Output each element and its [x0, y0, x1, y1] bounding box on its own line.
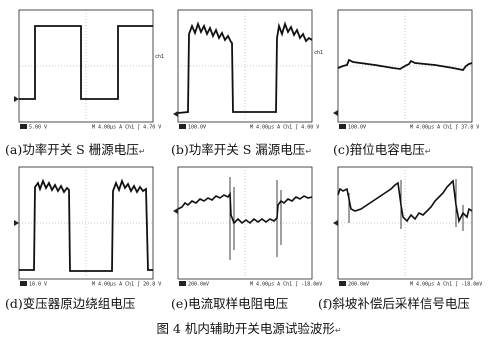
- panel-f: 200.0mV M 4.00μs A Ch1 ∫ -18.0mV: [333, 165, 483, 293]
- volts-per-div: 10.0 V: [29, 282, 47, 288]
- panel-d: 10.0 V M 4.00μs A Ch1 ∫ 20.8 V: [12, 165, 161, 293]
- timebase-trigger: M 4.00μs A Ch1 ∫ 20.8 V: [92, 281, 161, 288]
- caption-text: (b)功率开关 S 漏源电压: [171, 142, 306, 157]
- volts-per-div: 200.0mV: [348, 282, 369, 288]
- caption-text: (f)斜坡补偿后采样信号电压: [318, 296, 470, 311]
- return-icon: ↵: [305, 147, 312, 156]
- panel-e: 200.0mV M 4.00μs A Ch1 ∫ -18.0mV: [173, 165, 324, 293]
- volts-per-div: 200.0mV: [188, 282, 209, 288]
- waveform-a: ch1 5.00 V M 4.00μs A Ch1 ∫ 4.70 V: [14, 9, 164, 131]
- caption-b: (b)功率开关 S 漏源电压↵: [171, 143, 312, 159]
- caption-text: (c)箝位电容电压: [333, 142, 425, 157]
- waveform-c: 100.0V M 4.00μs A Ch1 ∫ 37.8 V: [333, 9, 479, 131]
- return-icon: ↵: [138, 147, 146, 156]
- waveform-f: 200.0mV M 4.00μs A Ch1 ∫ -18.0mV: [333, 166, 482, 288]
- figure-title: 图 4 机内辅助开关电源试验波形↵: [0, 318, 498, 337]
- figure-title-text: 图 4 机内辅助开关电源试验波形: [156, 321, 335, 336]
- waveform-b: ch1 100.0V M 4.00μs A Ch1 ∫ 4.00 V: [173, 9, 323, 131]
- caption-f: (f)斜坡补偿后采样信号电压: [318, 297, 470, 311]
- caption-text: (e)电流取样电阻电压: [171, 296, 289, 311]
- volts-per-div: 5.00 V: [29, 125, 47, 131]
- volts-per-div: 100.0V: [188, 125, 206, 131]
- caption-d: (d)变压器原边绕组电压: [5, 297, 135, 311]
- channel-label: ch1: [314, 50, 323, 56]
- waveform-e: 200.0mV M 4.00μs A Ch1 ∫ -18.0mV: [173, 166, 322, 288]
- caption-a: (a)功率开关 S 栅源电压↵: [5, 143, 145, 159]
- channel-label: ch1: [155, 54, 164, 60]
- timebase-trigger: M 4.00μs A Ch1 ∫ 4.70 V: [92, 124, 161, 131]
- caption-c: (c)箝位电容电压↵: [333, 143, 431, 159]
- panel-c: 100.0V M 4.00μs A Ch1 ∫ 37.8 V: [333, 8, 483, 136]
- timebase-trigger: M 4.00μs A Ch1 ∫ 4.00 V: [250, 124, 319, 131]
- panel-a: ch1 5.00 V M 4.00μs A Ch1 ∫ 4.70 V: [12, 8, 164, 136]
- caption-e: (e)电流取样电阻电压: [171, 297, 288, 311]
- return-icon: ↵: [424, 147, 432, 156]
- timebase-trigger: M 4.00μs A Ch1 ∫ -18.0mV: [410, 281, 482, 288]
- timebase-trigger: M 4.00μs A Ch1 ∫ 37.8 V: [410, 124, 479, 131]
- waveform-d: 10.0 V M 4.00μs A Ch1 ∫ 20.8 V: [14, 166, 161, 288]
- caption-text: (a)功率开关 S 栅源电压: [5, 142, 139, 157]
- volts-per-div: 100.0V: [348, 125, 366, 131]
- return-icon: ↵: [334, 326, 342, 335]
- panel-b: ch1 100.0V M 4.00μs A Ch1 ∫ 4.00 V: [173, 8, 324, 136]
- timebase-trigger: M 4.00μs A Ch1 ∫ -18.0mV: [250, 281, 322, 288]
- caption-text: (d)变压器原边绕组电压: [5, 296, 136, 311]
